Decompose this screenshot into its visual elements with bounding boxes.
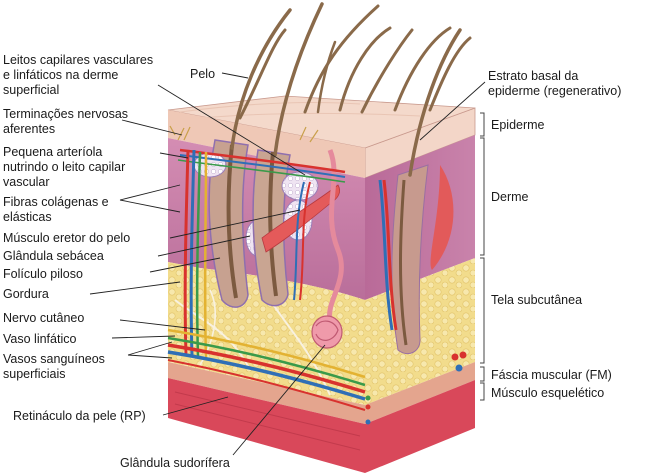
label-arteriola-2: nutrindo o leito capilar: [3, 160, 125, 174]
label-estrato-2: epiderme (regenerativo): [488, 84, 621, 98]
hair-shafts: [230, 2, 472, 177]
label-leitos-3: superficial: [3, 83, 59, 97]
label-sebacea: Glândula sebácea: [3, 249, 104, 263]
label-tela: Tela subcutânea: [491, 293, 582, 307]
leader-lines: [89, 72, 486, 456]
label-vasos-2: superficiais: [3, 367, 66, 381]
label-terminacoes-1: Terminações nervosas: [3, 107, 128, 121]
label-fibras-1: Fibras colágenas e: [3, 195, 109, 209]
label-sudorifera: Glândula sudorífera: [120, 456, 230, 470]
label-leitos-1: Leitos capilares vasculares: [3, 53, 153, 67]
left-labels: Leitos capilares vasculares e linfáticos…: [3, 53, 230, 470]
label-eretor: Músculo eretor do pelo: [3, 231, 130, 245]
label-linfatico: Vaso linfático: [3, 332, 76, 346]
label-vasos-1: Vasos sanguíneos: [3, 352, 105, 366]
label-musculo: Músculo esquelético: [491, 386, 604, 400]
label-retinaculo: Retináculo da pele (RP): [13, 409, 146, 423]
hair-follicles: [193, 139, 344, 349]
label-gordura: Gordura: [3, 287, 49, 301]
label-estrato-1: Estrato basal da: [488, 69, 578, 83]
label-fibras-2: elásticas: [3, 210, 52, 224]
label-fascia: Fáscia muscular (FM): [491, 368, 612, 382]
label-leitos-2: e linfáticos na derme: [3, 68, 118, 82]
label-nervo: Nervo cutâneo: [3, 311, 84, 325]
vessels-and-nerves: [167, 125, 366, 411]
block-side-face: [364, 107, 476, 473]
label-arteriola-1: Pequena arteríola: [3, 145, 102, 159]
label-foliculo: Folículo piloso: [3, 267, 83, 281]
region-brackets: [480, 112, 485, 401]
label-epiderme: Epiderme: [491, 118, 545, 132]
label-terminacoes-2: aferentes: [3, 122, 55, 136]
label-derme: Derme: [491, 190, 529, 204]
label-arteriola-3: vascular: [3, 175, 50, 189]
right-labels: Pelo Estrato basal da epiderme (regenera…: [190, 67, 621, 400]
label-pelo: Pelo: [190, 67, 215, 81]
